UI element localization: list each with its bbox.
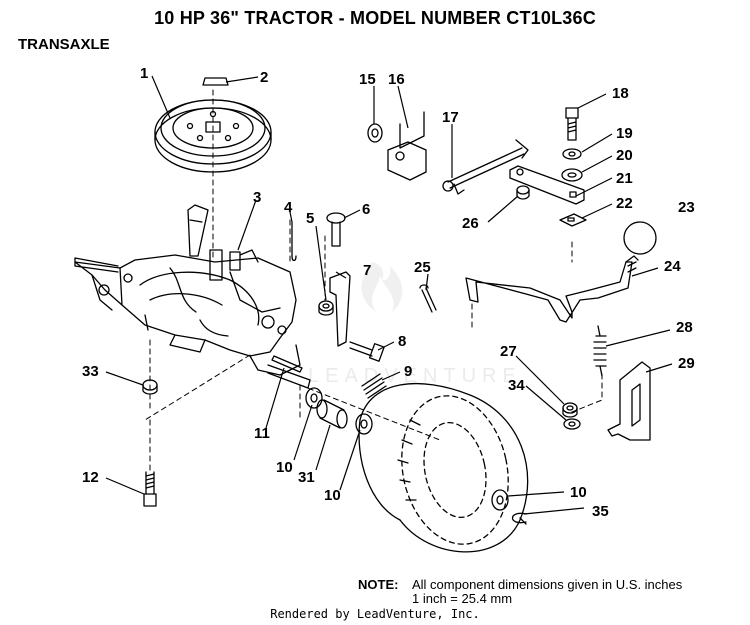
spring-28: [593, 325, 607, 377]
callout-2: 2: [260, 69, 268, 86]
shift-knob: [623, 221, 657, 255]
callout-10-b: 10: [324, 487, 341, 504]
callout-6: 6: [362, 201, 370, 218]
spacer-tube: [316, 399, 348, 429]
callout-1: 1: [140, 65, 148, 82]
callout-27: 27: [500, 343, 517, 360]
diagram-title: 10 HP 36" TRACTOR - MODEL NUMBER CT10L36…: [154, 8, 596, 28]
carriage-bolt: [326, 212, 346, 247]
callout-17: 17: [442, 109, 459, 126]
callout-10-a: 10: [276, 459, 293, 476]
nut-27: [562, 402, 578, 418]
washer-15: [367, 123, 383, 143]
washer-34: [563, 418, 581, 430]
flat-washer-a: [305, 387, 323, 409]
callout-29: 29: [678, 355, 695, 372]
angle-bracket: [387, 111, 427, 181]
shift-plate: [509, 165, 585, 205]
watermark-text: LEADVENTURE: [308, 365, 522, 387]
nut-26: [516, 185, 530, 200]
retaining-clip: [511, 512, 527, 525]
transaxle-housing: [74, 249, 301, 376]
callout-28: 28: [676, 319, 693, 336]
washer-20: [561, 168, 583, 182]
callout-21: 21: [616, 170, 633, 187]
callout-7: 7: [363, 262, 371, 279]
note-line-2: 1 inch = 25.4 mm: [412, 591, 513, 606]
callout-23: 23: [678, 199, 695, 216]
watermark-logo: LEADVENTURE: [308, 262, 522, 387]
callout-5: 5: [306, 210, 314, 227]
callout-35: 35: [592, 503, 609, 520]
render-credit: Rendered by LeadVenture, Inc.: [270, 607, 480, 621]
callout-31: 31: [298, 469, 315, 486]
callout-12: 12: [82, 469, 99, 486]
callout-24: 24: [664, 258, 681, 275]
woodruff-key: [202, 77, 229, 86]
callout-9: 9: [404, 363, 412, 380]
dimension-note: NOTE: All component dimensions given in U…: [358, 578, 682, 606]
rear-wheel: [358, 382, 529, 553]
spring-small: [361, 373, 387, 399]
note-label: NOTE:: [358, 577, 399, 592]
right-axle: [267, 364, 311, 389]
callout-16: 16: [388, 71, 405, 88]
callout-18: 18: [612, 85, 629, 102]
hex-bolt: [349, 341, 385, 362]
callout-10-c: 10: [570, 484, 587, 501]
hex-nut: [318, 300, 334, 316]
left-axle: [74, 257, 119, 273]
shaft-key: [271, 355, 303, 373]
square-washer: [559, 213, 587, 227]
callout-3: 3: [253, 189, 261, 206]
shift-lever: [465, 255, 639, 323]
callout-25: 25: [414, 259, 431, 276]
callout-22: 22: [616, 195, 633, 212]
mounting-bracket: [187, 204, 209, 257]
callout-20: 20: [616, 147, 633, 164]
axle-bracket: [329, 271, 351, 347]
callout-26: 26: [462, 215, 479, 232]
callout-33: 33: [82, 363, 99, 380]
callout-8: 8: [398, 333, 406, 350]
flat-washer-c: [491, 489, 509, 511]
callout-11: 11: [254, 425, 270, 442]
callout-19: 19: [616, 125, 633, 142]
callout-4: 4: [284, 199, 293, 216]
flat-washer-b: [355, 413, 373, 435]
bolt-18: [565, 107, 579, 141]
section-heading: TRANSAXLE: [18, 36, 110, 53]
mounting-bolt: [143, 471, 157, 507]
wire-clip: [291, 221, 297, 262]
cotter-pin: [419, 284, 437, 313]
spring-bracket: [607, 361, 651, 441]
lock-washer: [562, 148, 582, 160]
callout-15: 15: [359, 71, 376, 88]
shift-rod: [442, 139, 529, 195]
note-line-1: All component dimensions given in U.S. i…: [412, 577, 683, 592]
callout-34: 34: [508, 377, 525, 394]
